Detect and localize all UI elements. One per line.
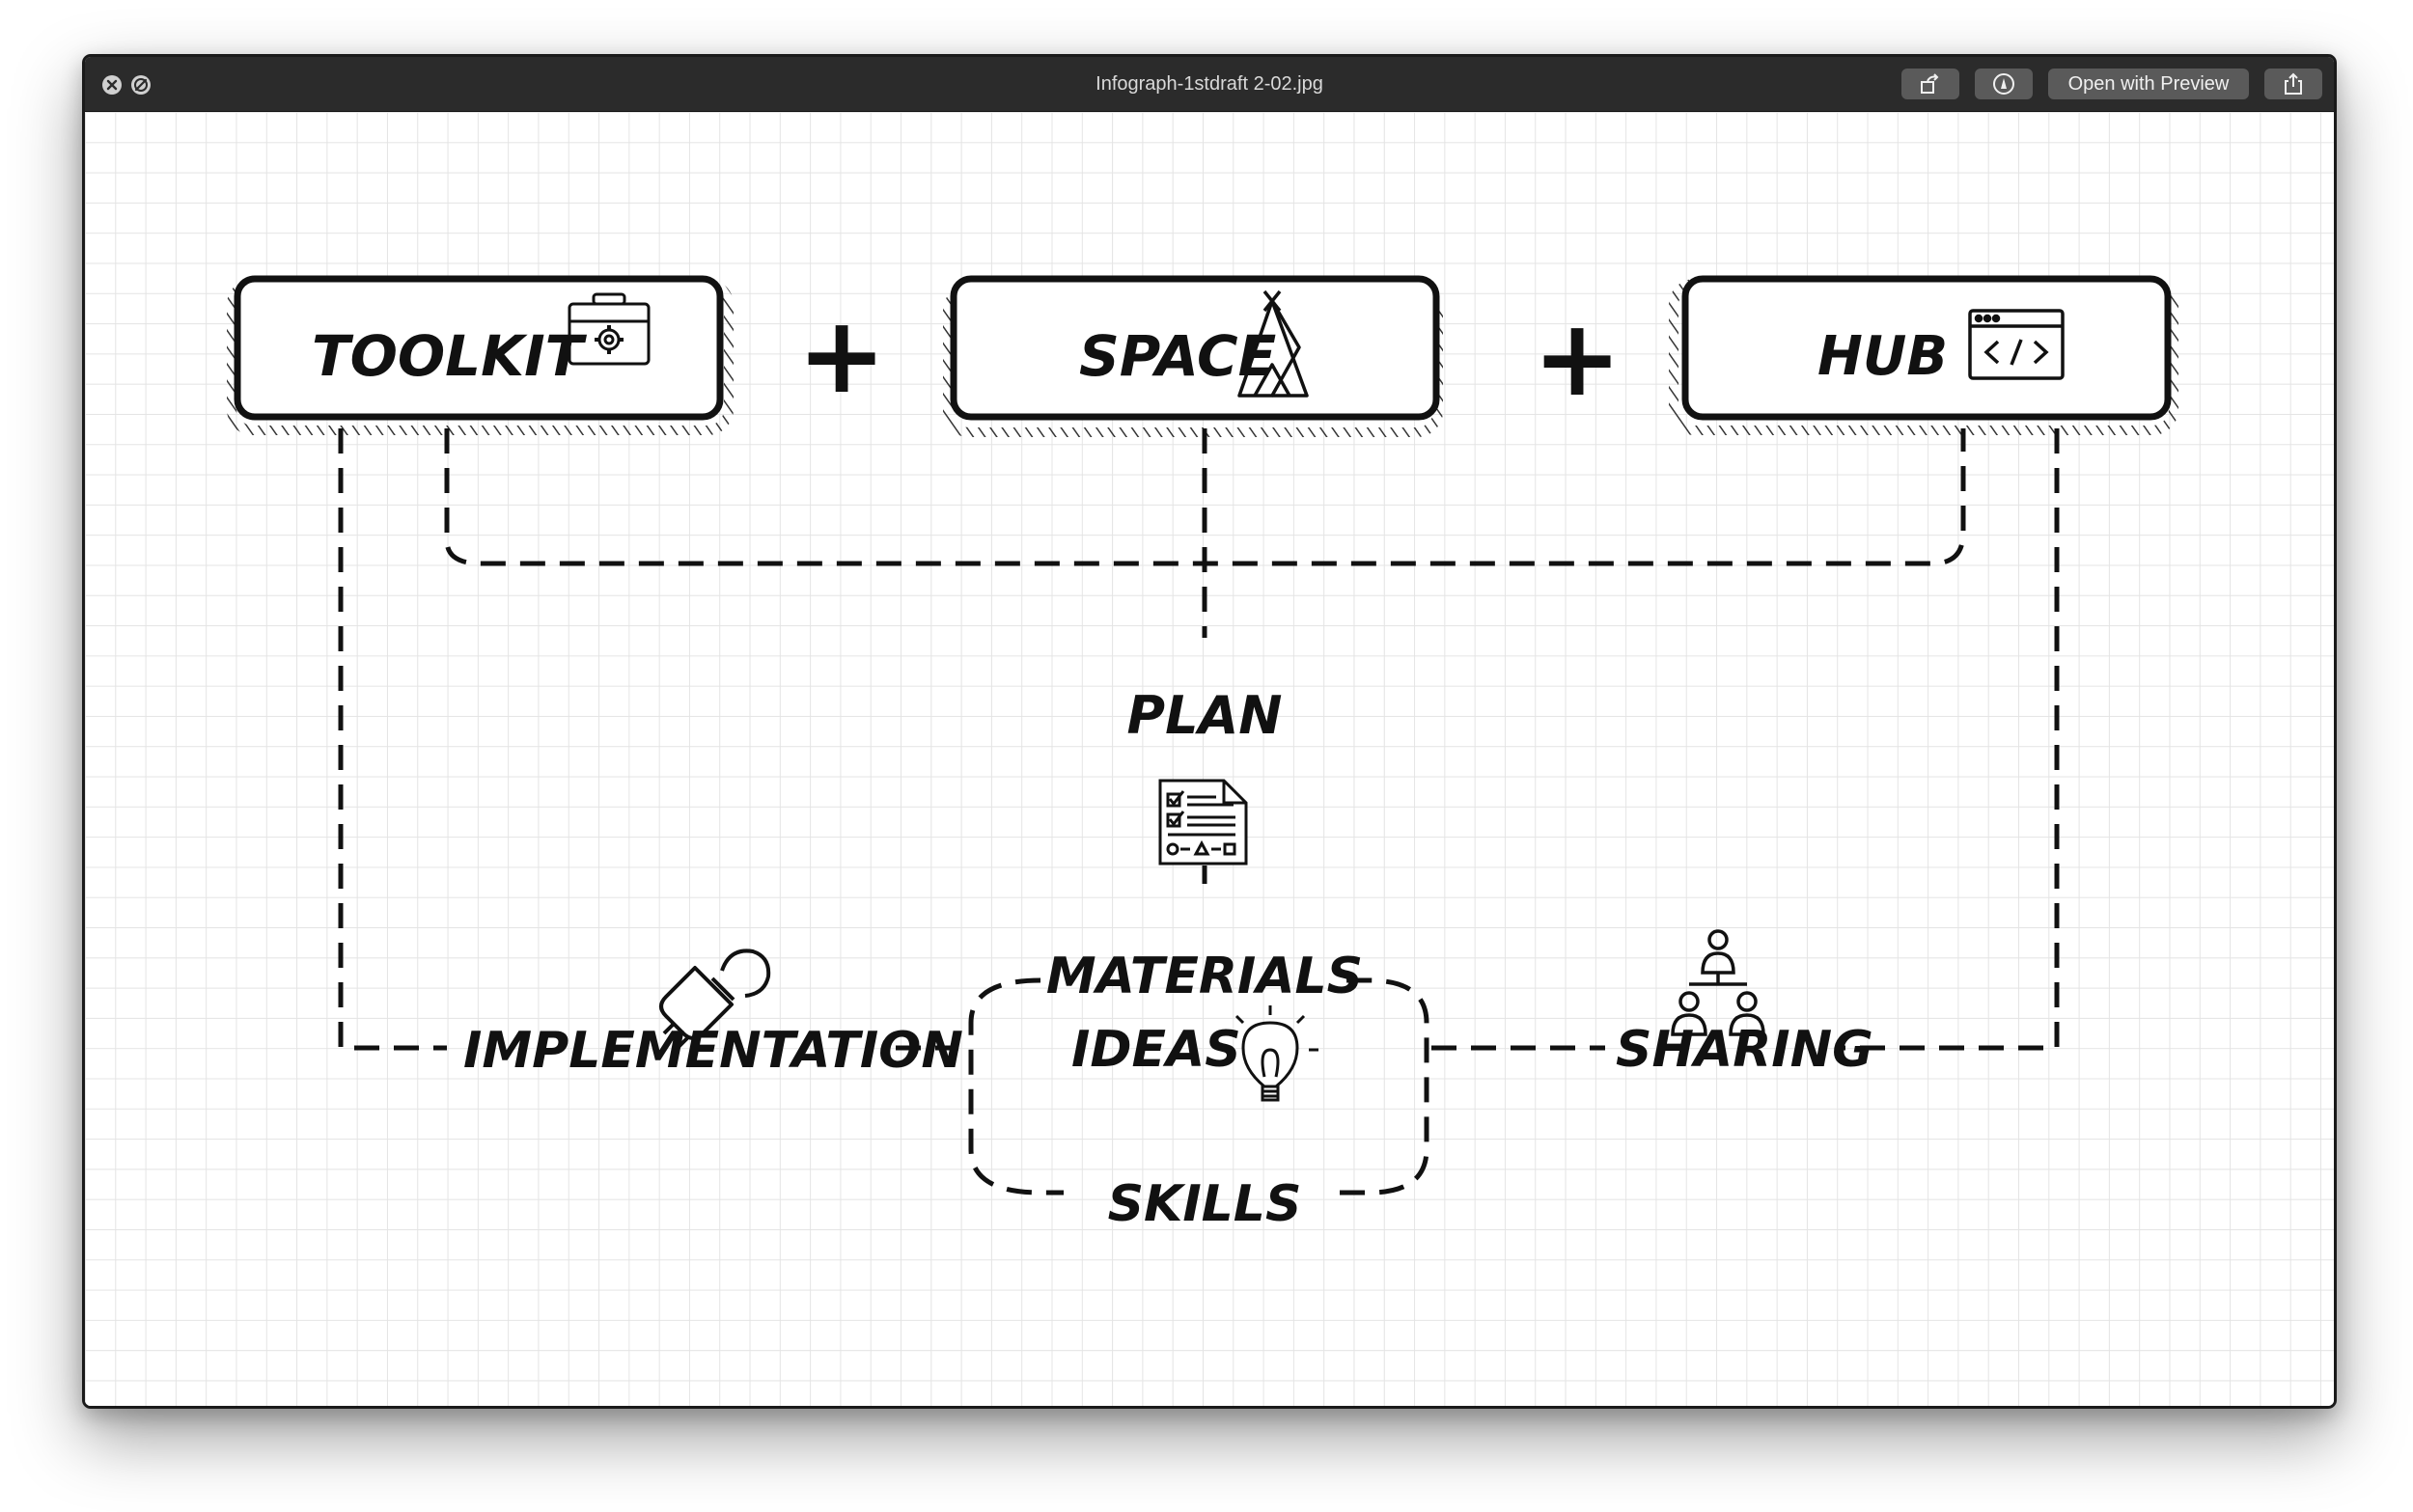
fullscreen-icon: [134, 78, 148, 92]
space-box: SPACE: [943, 275, 1443, 437]
preview-window: Infograph-1stdraft 2-02.jpg Open with Pr…: [82, 54, 2337, 1409]
materials-label: MATERIALS: [1046, 948, 1363, 1005]
share-icon: [2285, 72, 2302, 95]
title-bar: Infograph-1stdraft 2-02.jpg Open with Pr…: [85, 57, 2334, 112]
rotate-icon: [1921, 73, 1939, 94]
plan-label: PLAN: [1127, 685, 1283, 746]
left-connector-line: [338, 428, 447, 1051]
markup-button[interactable]: [1975, 69, 2033, 99]
right-connector-line: [1842, 428, 2060, 1051]
hub-label: HUB: [1817, 325, 1948, 388]
space-label: SPACE: [1079, 323, 1276, 389]
toolkit-label: TOOLKIT: [312, 323, 588, 389]
close-button[interactable]: [102, 75, 122, 95]
sharing-label: SHARING: [1616, 1021, 1873, 1079]
people-network-icon: [1671, 929, 1765, 1036]
plus-sign: +: [797, 293, 886, 417]
implementation-label: IMPLEMENTATION: [463, 1022, 963, 1080]
center-box-left: [968, 977, 1064, 1196]
code-window-icon: [1968, 309, 2065, 380]
ideas-label: IDEAS: [1071, 1021, 1241, 1079]
plug-icon: [659, 948, 771, 1049]
share-button[interactable]: [2264, 69, 2322, 99]
toolbox-icon: [568, 292, 651, 366]
lightbulb-icon: [1222, 1005, 1318, 1102]
tent-icon: [1237, 289, 1309, 398]
infographic: TOOLKIT +: [227, 275, 2178, 1233]
rotate-button[interactable]: [1901, 69, 1959, 99]
markup-icon: [1993, 73, 2014, 95]
toolkit-box: TOOLKIT: [227, 275, 734, 435]
plus-sign: +: [1533, 296, 1622, 420]
fullscreen-button[interactable]: [131, 75, 151, 95]
close-icon: [106, 79, 118, 91]
plan-document-icon: [1158, 779, 1248, 866]
connector-lines: [338, 428, 2060, 1196]
image-viewport: TOOLKIT +: [85, 112, 2334, 1406]
open-with-preview-button[interactable]: Open with Preview: [2048, 69, 2249, 99]
skills-label: SKILLS: [1108, 1175, 1302, 1233]
hub-box: HUB: [1669, 275, 2178, 435]
center-box-right: [1340, 977, 1429, 1196]
